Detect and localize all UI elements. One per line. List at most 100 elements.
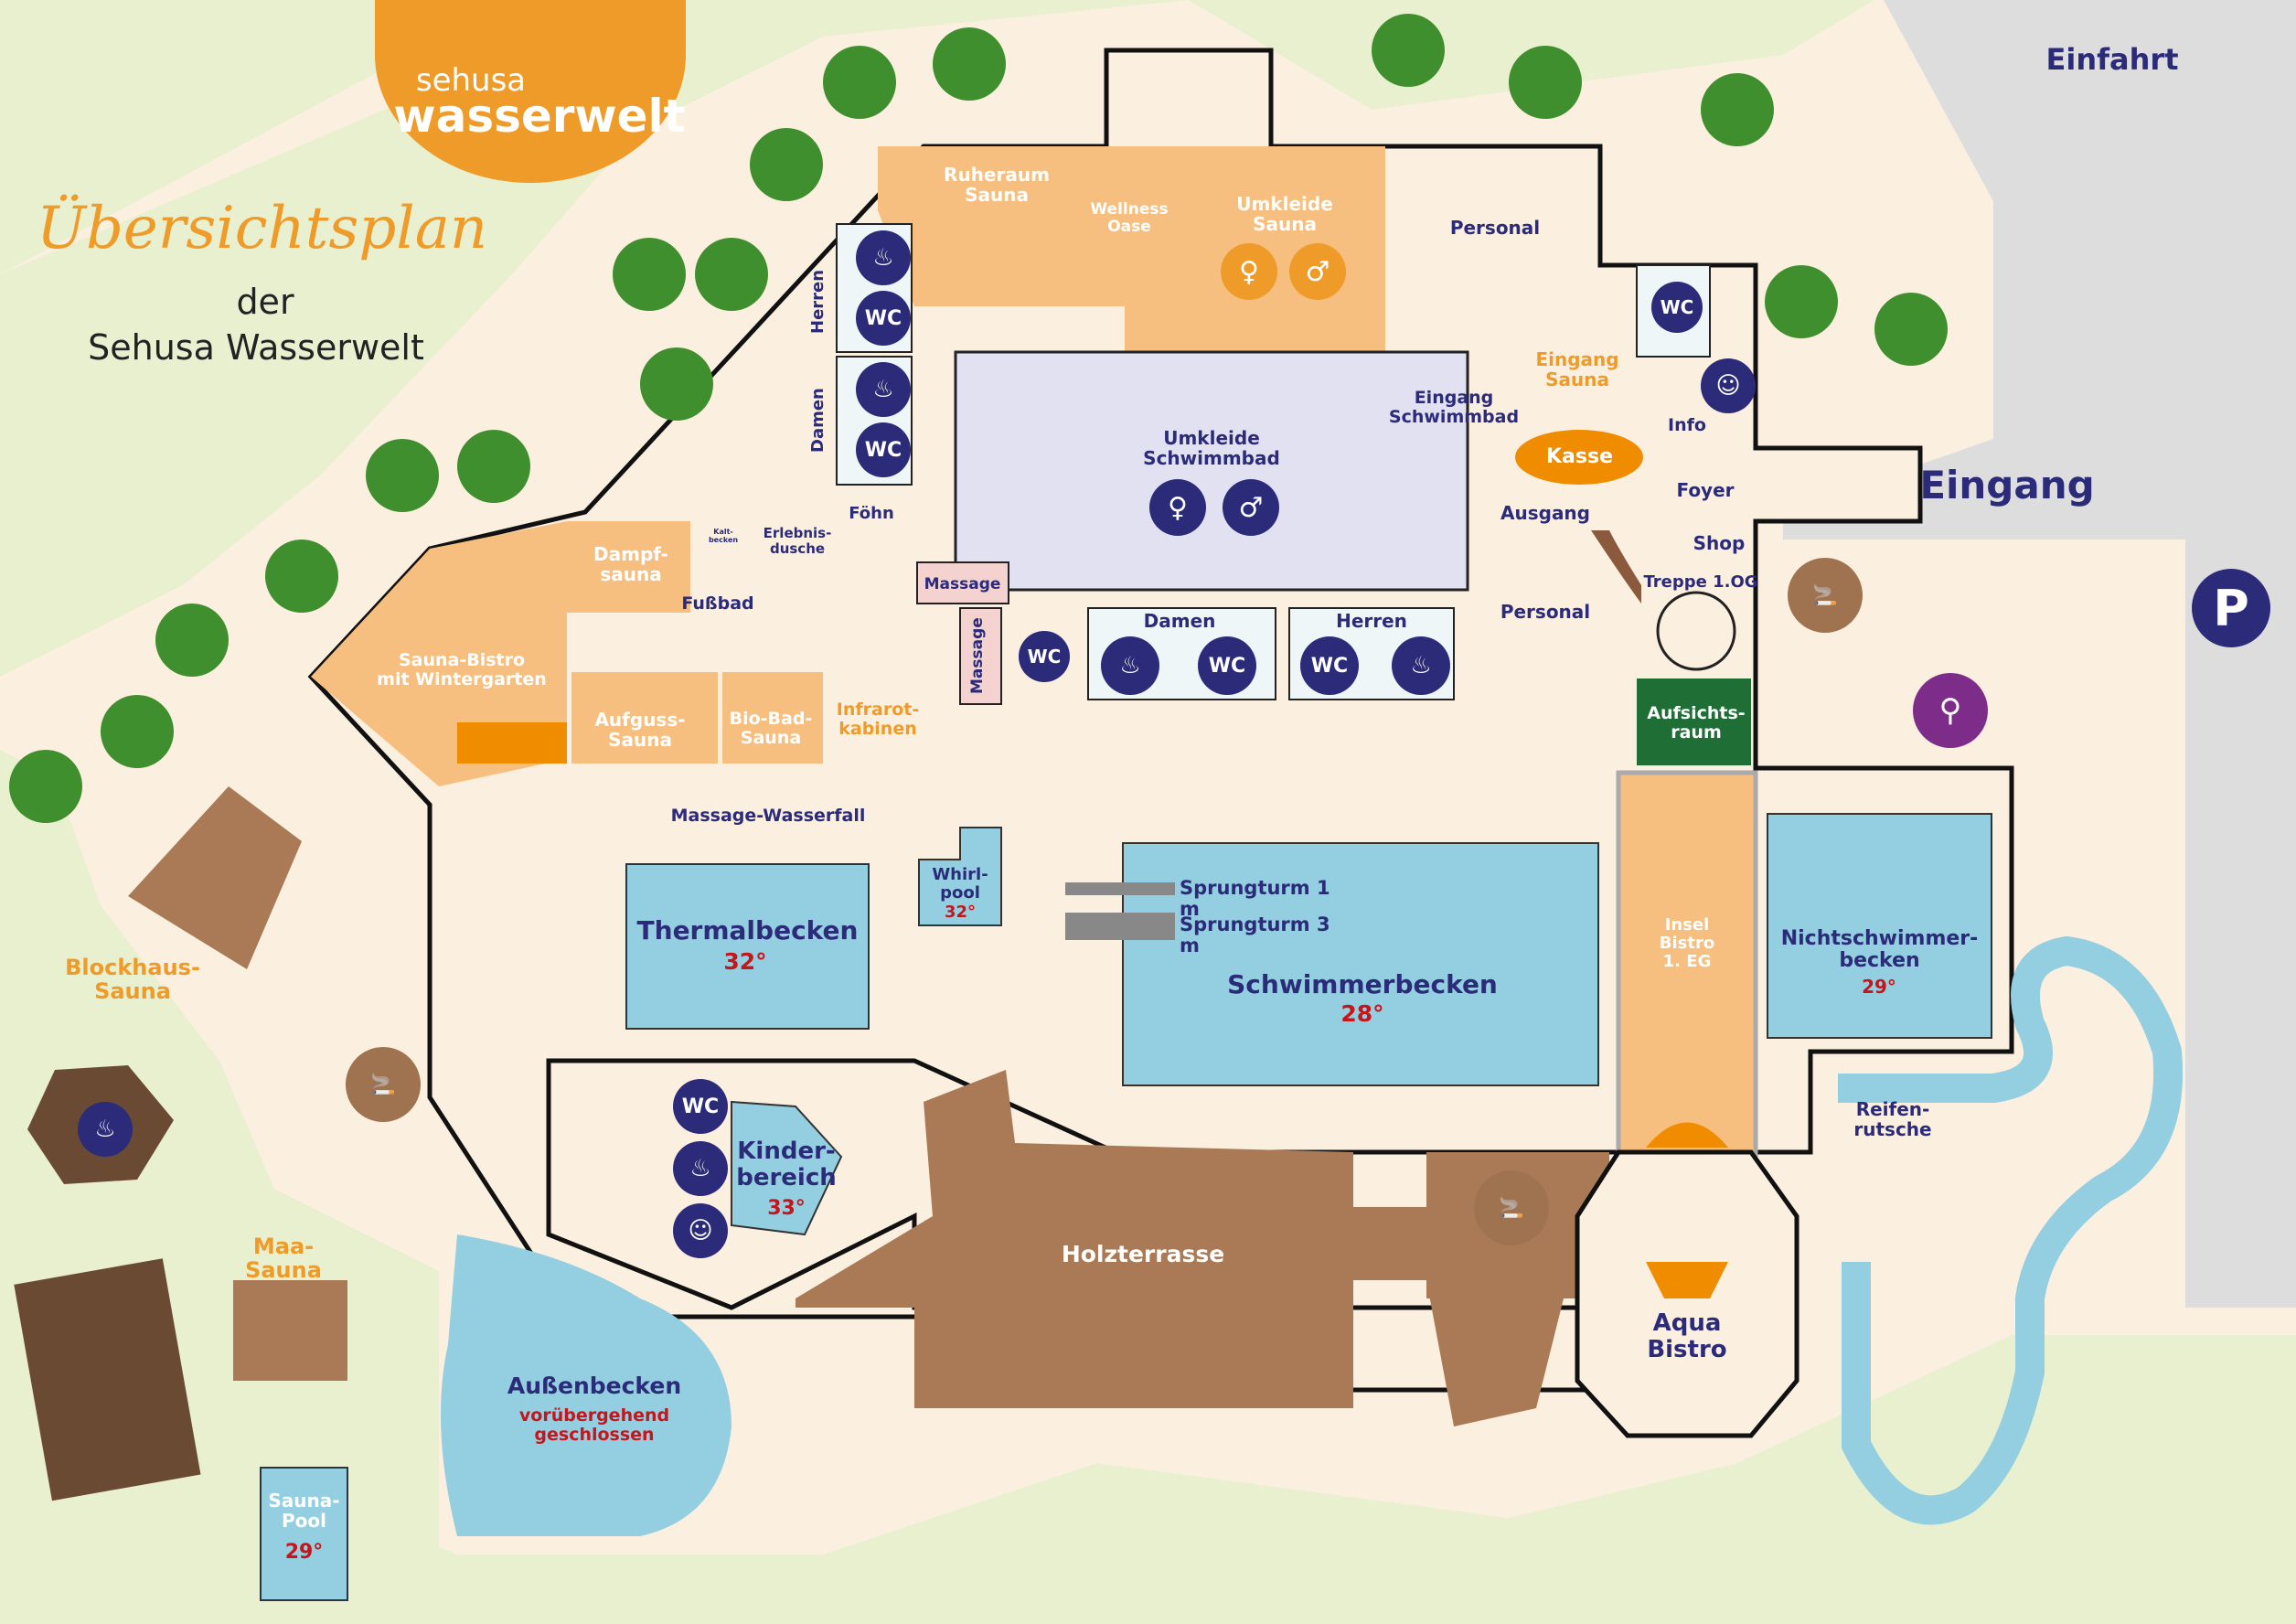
label-kaltbecken: Kalt- becken — [708, 528, 739, 544]
wc-icon: WC — [1019, 631, 1070, 682]
wooden-terrace — [796, 1070, 1591, 1426]
label-massage-h: Massage — [924, 575, 1001, 593]
label-kinderbereich: Kinder- bereich — [736, 1138, 837, 1191]
label-aufsichtsraum: Aufsichts- raum — [1647, 703, 1746, 743]
label-dampfsauna: Dampf- sauna — [593, 543, 668, 585]
label-thermal-temp: 32° — [723, 948, 767, 975]
label-schwimmer-temp: 28° — [1340, 1000, 1384, 1027]
label-herren-side: Herren — [808, 269, 828, 335]
logo: sehusa wasserwelt — [375, 0, 686, 183]
smoking-area-icon: 🚬 — [1474, 1170, 1549, 1245]
supervision-room — [1637, 678, 1751, 765]
checkout-desk — [1515, 430, 1643, 485]
non-swimmer-pool — [1767, 813, 1992, 1039]
label-kasse: Kasse — [1545, 445, 1613, 468]
label-sprungturm-1m: Sprungturm 1 m — [1180, 877, 1330, 921]
label-foyer: Foyer — [1676, 479, 1735, 501]
man-changing-icon: ♂ — [1289, 243, 1346, 300]
maa-sauna-building — [233, 1280, 347, 1381]
parking-icon: P — [2192, 569, 2270, 647]
label-info: Info — [1668, 415, 1706, 435]
sauna-bistro-area — [311, 521, 567, 786]
label-holzterrasse: Holzterrasse — [1061, 1241, 1225, 1267]
label-schwimmerbecken: Schwimmerbecken — [1227, 969, 1498, 999]
bistro-counter — [457, 722, 567, 764]
log-cabin-sauna — [128, 786, 302, 969]
parking-area — [1783, 0, 2296, 1308]
label-foehn: Föhn — [849, 504, 894, 523]
map-subtitle-2: Sehusa Wasserwelt — [88, 327, 424, 368]
whirlpool — [918, 827, 1002, 926]
swimmer-pool — [1122, 842, 1599, 1086]
logo-line1: sehusa — [415, 62, 527, 99]
woman-changing-icon: ♀ — [1221, 243, 1277, 300]
label-eingang-schwimmbad: Eingang Schwimmbad — [1388, 388, 1520, 427]
bicycle-icon: ⚲ — [1913, 673, 1988, 748]
outdoor-pool — [441, 1234, 732, 1536]
label-sauna-bistro: Sauna-Bistro mit Wintergarten — [377, 650, 547, 689]
label-treppe: Treppe 1.OG — [1643, 572, 1758, 592]
smoking-area-icon: 🚬 — [346, 1047, 421, 1122]
label-nichtschwimmer-temp: 29° — [1862, 976, 1896, 998]
label-sauna-pool: Sauna- Pool — [268, 1490, 340, 1532]
massage-room — [916, 561, 1009, 604]
label-fussbad: Fußbad — [681, 593, 754, 614]
shower-icon: ♨ — [1101, 636, 1159, 695]
tube-slide — [1838, 935, 2184, 1525]
map-title: Übersichtsplan — [37, 195, 488, 262]
bio-sauna-area — [722, 672, 823, 764]
baby-changing-icon: ☺ — [1701, 358, 1756, 413]
sauna-pool — [260, 1467, 348, 1601]
label-umkleide-sauna: Umkleide Sauna — [1236, 193, 1333, 235]
sunbed-deck — [14, 1258, 201, 1501]
label-wellness-oase: Wellness Oase — [1090, 200, 1169, 236]
trees — [9, 14, 1948, 823]
shower-icon: ♨ — [856, 230, 911, 285]
wc-icon: WC — [673, 1079, 728, 1134]
label-nichtschwimmerbecken: Nichtschwimmer- becken — [1780, 927, 1979, 973]
diving-board-1m — [1065, 882, 1175, 895]
label-eingang-sauna: Eingang Sauna — [1535, 348, 1619, 390]
smoking-area-icon: 🚬 — [1788, 558, 1863, 633]
label-infrarotkabinen: Infrarot- kabinen — [836, 700, 920, 739]
aqua-bistro-counter — [1646, 1262, 1728, 1298]
grass-band-top — [0, 0, 1189, 677]
island-bistro-counter — [1646, 1122, 1728, 1148]
logo-line2: wasserwelt — [393, 90, 686, 143]
label-erlebnisdusche: Erlebnis- dusche — [763, 525, 832, 557]
label-aufguss-sauna: Aufguss- Sauna — [594, 709, 686, 751]
label-damen-side: Damen — [808, 388, 828, 454]
massage-room-2 — [959, 607, 1002, 705]
label-aqua-bistro: Aqua Bistro — [1647, 1309, 1727, 1363]
label-massage-wasserfall: Massage-Wasserfall — [670, 806, 866, 826]
label-aussen-note: vorübergehend geschlossen — [518, 1405, 670, 1445]
wc-icon: WC — [1300, 636, 1359, 695]
label-shop: Shop — [1693, 532, 1746, 554]
woman-changing-icon: ♀ — [1149, 479, 1206, 536]
label-kinder-temp: 33° — [767, 1197, 806, 1220]
wc-icon: WC — [1198, 636, 1256, 695]
kids-pool — [731, 1100, 843, 1236]
label-personal-top: Personal — [1449, 217, 1541, 239]
wc-icon: WC — [856, 291, 911, 346]
wc-icon: WC — [856, 422, 911, 477]
shower-icon: ♨ — [856, 362, 911, 417]
diving-board-3m — [1065, 913, 1175, 940]
staircase — [1656, 591, 1736, 671]
label-eingang: Eingang — [1919, 463, 2095, 508]
label-personal-mid: Personal — [1500, 601, 1591, 623]
map-subtitle-1: der — [236, 282, 294, 322]
label-sauna-pool-temp: 29° — [284, 1541, 324, 1564]
label-ausgang: Ausgang — [1500, 502, 1590, 524]
grass-bottom — [0, 1335, 2296, 1624]
label-reifenrutsche: Reifen- rutsche — [1853, 1098, 1932, 1140]
label-ruheraum-sauna: Ruheraum Sauna — [944, 164, 1050, 206]
label-whirl-temp: 32° — [944, 903, 977, 922]
label-massage-v: Massage — [968, 617, 987, 695]
shower-icon: ♨ — [1392, 636, 1450, 695]
shower-icon: ♨ — [78, 1102, 133, 1157]
label-einfahrt: Einfahrt — [2045, 42, 2179, 77]
label-herren-bottom: Herren — [1336, 610, 1407, 632]
